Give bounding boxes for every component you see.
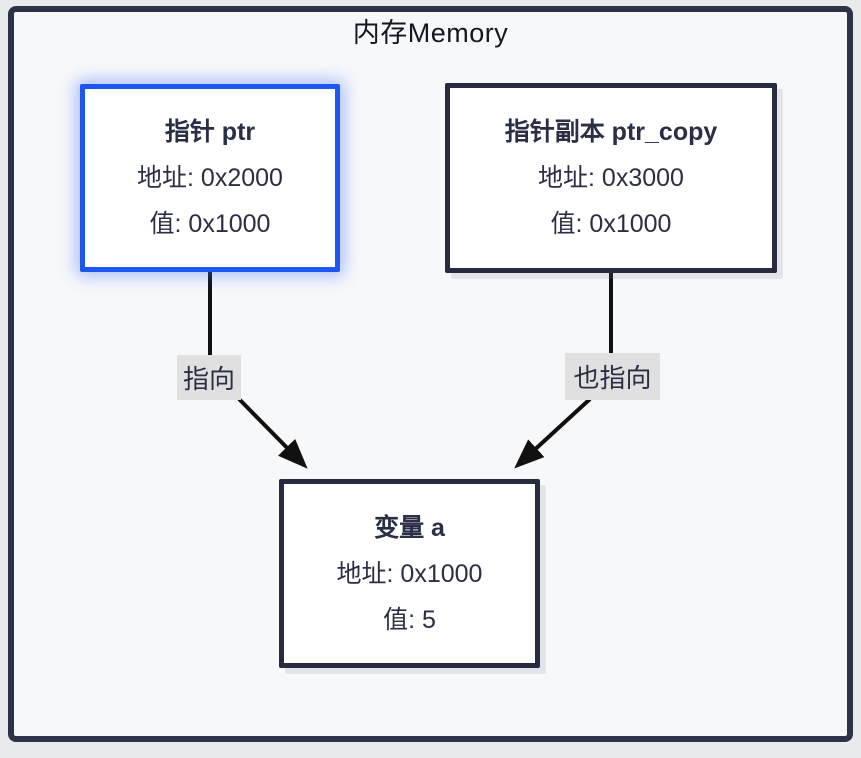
node-pointer-copy: 指针副本 ptr_copy 地址: 0x3000 值: 0x1000 <box>445 83 777 273</box>
node-pointer-copy-title: 指针副本 ptr_copy <box>504 118 718 146</box>
node-pointer-ptr: 指针 ptr 地址: 0x2000 值: 0x1000 <box>80 84 340 272</box>
node-pointer-ptr-value: 值: 0x1000 <box>149 210 271 238</box>
node-pointer-copy-address: 地址: 0x3000 <box>538 164 684 192</box>
node-variable-a: 变量 a 地址: 0x1000 值: 5 <box>279 479 540 668</box>
diagram-title: 内存Memory <box>352 18 509 48</box>
node-variable-a-value: 值: 5 <box>383 605 436 634</box>
node-pointer-copy-value: 值: 0x1000 <box>550 210 672 238</box>
node-variable-a-title: 变量 a <box>374 513 445 542</box>
node-pointer-ptr-address: 地址: 0x2000 <box>137 164 283 192</box>
edge-label-also-points-to: 也指向 <box>565 353 660 400</box>
node-pointer-ptr-title: 指针 ptr <box>164 118 256 146</box>
edge-ptr-to-var-a <box>208 268 308 469</box>
node-variable-a-address: 地址: 0x1000 <box>336 559 483 588</box>
edge-ptr-copy-to-var-a <box>514 268 613 469</box>
edge-label-points-to: 指向 <box>177 355 241 400</box>
